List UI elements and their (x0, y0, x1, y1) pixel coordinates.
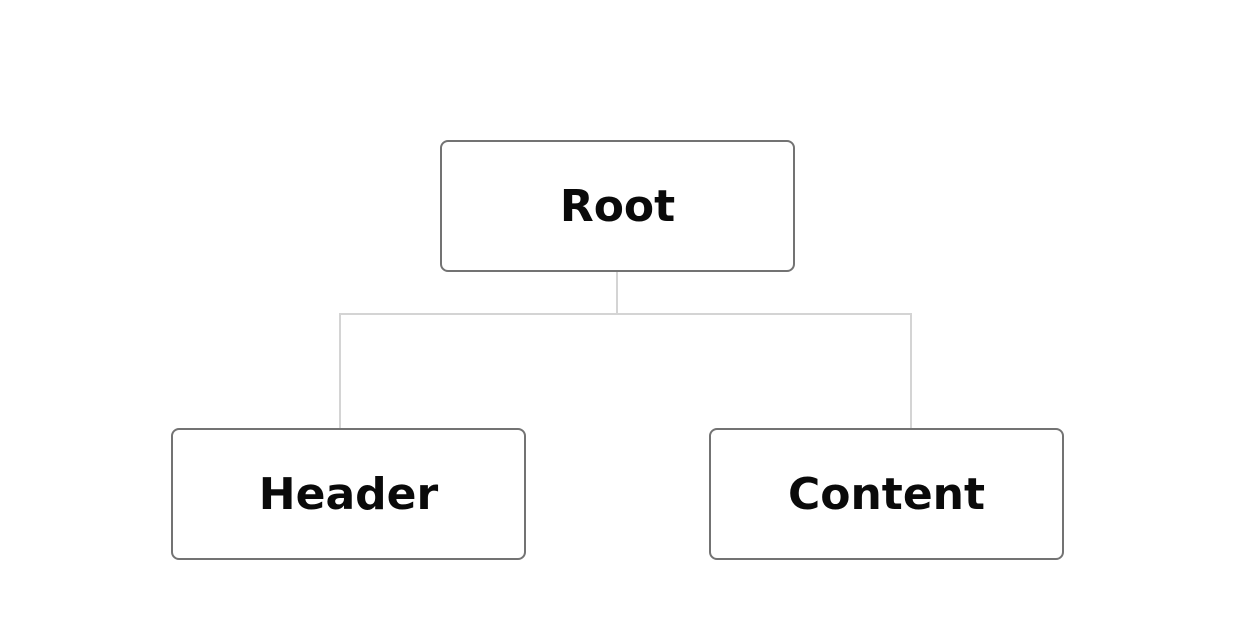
node-content: Content (709, 428, 1064, 560)
node-root: Root (440, 140, 795, 272)
node-content-label: Content (787, 468, 986, 520)
node-header-label: Header (258, 468, 439, 520)
node-root-label: Root (559, 180, 676, 232)
node-header: Header (171, 428, 526, 560)
